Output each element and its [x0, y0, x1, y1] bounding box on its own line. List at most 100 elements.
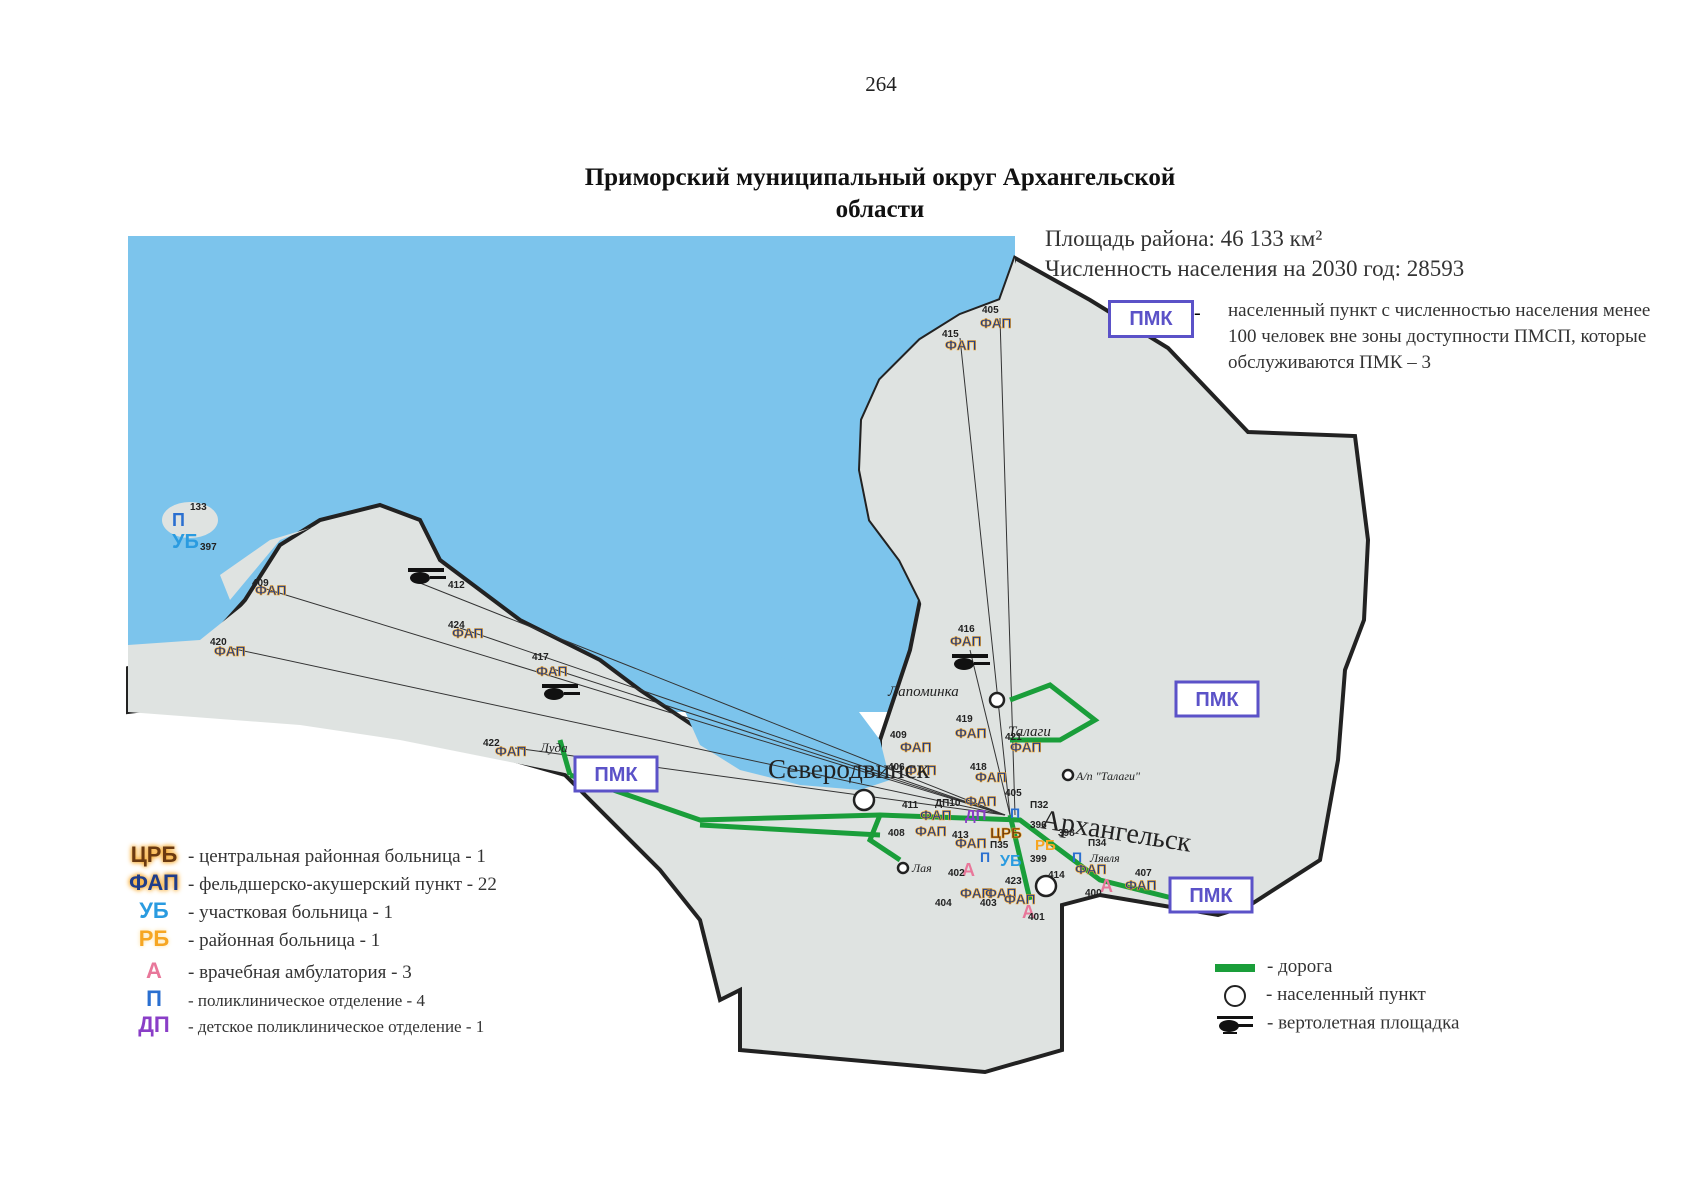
road-line [1215, 963, 1255, 972]
legend-text: - фельдшерско-акушерский пункт - 22 [188, 874, 497, 895]
svg-text:ФАП: ФАП [452, 625, 484, 641]
legend-row: - дорога [1215, 956, 1332, 978]
legend-row: - населенный пункт [1215, 984, 1426, 1007]
legend-row: ЦРБ- центральная районная больница - 1 [120, 842, 486, 868]
legend-text: - дорога [1267, 956, 1333, 977]
svg-text:ЦРБ: ЦРБ [990, 825, 1022, 842]
svg-text:417: 417 [532, 652, 549, 663]
pmk-legend-dash: - [1194, 302, 1201, 324]
svg-text:402: 402 [948, 868, 965, 879]
settlement-circle [1224, 984, 1246, 1007]
svg-text:406: 406 [888, 762, 905, 773]
north-peninsula [860, 258, 1020, 700]
svg-text:УБ: УБ [172, 531, 199, 553]
svg-text:404: 404 [935, 898, 952, 909]
legend-row: - вертолетная площадка [1215, 1012, 1460, 1036]
svg-text:ФАП: ФАП [495, 743, 527, 759]
legend-text: - участковая больница - 1 [188, 902, 394, 923]
facility-markers: ФАП ФАП ФАП ФАП ФАП ФАП ФАП ФАП ФАП ФАП … [214, 315, 1157, 908]
lyavlya-label: Лявля [1089, 851, 1120, 865]
svg-text:ФАП: ФАП [955, 725, 987, 741]
peninsula-west [128, 545, 860, 820]
legend-row: П - поликлиническое отделение - 4 [120, 986, 425, 1012]
area-text: Площадь района: 46 133 км² [1045, 226, 1323, 251]
svg-text:А: А [962, 860, 975, 880]
svg-text:П34: П34 [1088, 838, 1107, 849]
roads [557, 682, 1181, 903]
svg-text:ФАП: ФАП [955, 835, 987, 851]
svg-text:418: 418 [970, 762, 987, 773]
svg-text:П: П [980, 849, 990, 865]
svg-text:399: 399 [1030, 854, 1047, 865]
svg-text:405: 405 [982, 305, 999, 316]
svg-text:411: 411 [902, 800, 919, 811]
legend-abbr: П [146, 986, 162, 1011]
svg-text:ФАП: ФАП [900, 739, 932, 755]
legend-row: А- врачебная амбулатория - 3 [120, 958, 412, 984]
svg-text:413: 413 [952, 830, 969, 841]
svg-text:ФАП: ФАП [960, 885, 992, 901]
svg-text:ФАП: ФАП [975, 769, 1007, 785]
svg-text:ФАП: ФАП [536, 663, 568, 679]
svg-text:П: П [1010, 805, 1020, 821]
helicopter-icon [1217, 1016, 1253, 1034]
air-routes [229, 317, 1016, 816]
svg-text:ФАП: ФАП [214, 643, 246, 659]
svg-text:ФАП: ФАП [1004, 891, 1036, 907]
pmk-legend-box: ПМК [1108, 300, 1194, 338]
svg-text:ФАП: ФАП [945, 337, 977, 353]
svg-text:397: 397 [200, 542, 217, 553]
talagi-label: Талаги [1008, 724, 1051, 740]
svg-text:424: 424 [448, 620, 465, 631]
svg-text:ДП: ДП [965, 807, 986, 824]
svg-text:ФАП: ФАП [255, 582, 287, 598]
svg-text:ФАП: ФАП [950, 633, 982, 649]
svg-text:ДП10: ДП10 [935, 798, 961, 809]
svg-text:ФАП: ФАП [965, 793, 997, 809]
legend-row: ФАП- фельдшерско-акушерский пункт - 22 [120, 870, 497, 896]
legend-row: ДП - детское поликлиническое отделение - … [120, 1012, 484, 1038]
svg-text:407: 407 [1135, 868, 1152, 879]
legend-abbr: ДП [138, 1012, 170, 1037]
svg-text:420: 420 [210, 637, 227, 648]
svg-text:416: 416 [958, 624, 975, 635]
pmk-box-label: ПМК [1189, 885, 1233, 907]
svg-text:409: 409 [890, 730, 907, 741]
svg-text:133: 133 [190, 502, 207, 513]
svg-text:398: 398 [1058, 828, 1075, 839]
svg-text:РБ: РБ [1035, 837, 1056, 854]
svg-text:ФАП: ФАП [980, 315, 1012, 331]
svg-text:П: П [1072, 849, 1082, 865]
svg-text:414: 414 [1048, 870, 1065, 881]
legend-text: - детское поликлиническое отделение - 1 [188, 1017, 485, 1036]
svg-text:396: 396 [1030, 820, 1047, 831]
svg-text:П35: П35 [990, 840, 1009, 851]
airport-label: А/п "Талаги" [1075, 769, 1141, 783]
legend-row: РБ- районная больница - 1 [120, 926, 381, 952]
onega-peninsula [220, 520, 820, 800]
legend-row: УБ - участковая больница - 1 [120, 898, 393, 924]
lapominka-label: Лапоминка [887, 684, 959, 700]
district-info: Площадь района: 46 133 км² Численность н… [1045, 224, 1464, 284]
legend-abbr: РБ [138, 926, 170, 951]
island [162, 502, 218, 538]
svg-text:422: 422 [483, 738, 500, 749]
legend-text: - врачебная амбулатория - 3 [188, 962, 412, 983]
legend-text: - поликлиническое отделение - 4 [188, 991, 425, 1010]
svg-text:П: П [172, 510, 185, 530]
legend-abbr: ЦРБ [130, 842, 178, 867]
special-facilities: ЦРБ РБ УБ УБ П ДП П П П А А А [172, 510, 1113, 922]
svg-text:412: 412 [448, 580, 465, 591]
legend-abbr: УБ [139, 898, 169, 923]
settlements [852, 691, 1075, 898]
svg-text:419: 419 [956, 714, 973, 725]
svg-text:415: 415 [942, 329, 959, 340]
svg-text:401: 401 [1028, 912, 1045, 923]
svg-text:ФАП: ФАП [985, 885, 1017, 901]
pmk-legend-text: населенный пункт с численностью населени… [1228, 300, 1651, 373]
luda-label: Луда [539, 740, 568, 755]
svg-text:УБ: УБ [1000, 853, 1021, 870]
svg-text:409: 409 [252, 578, 269, 589]
severodvinsk-label: Северодвинск [768, 754, 930, 784]
